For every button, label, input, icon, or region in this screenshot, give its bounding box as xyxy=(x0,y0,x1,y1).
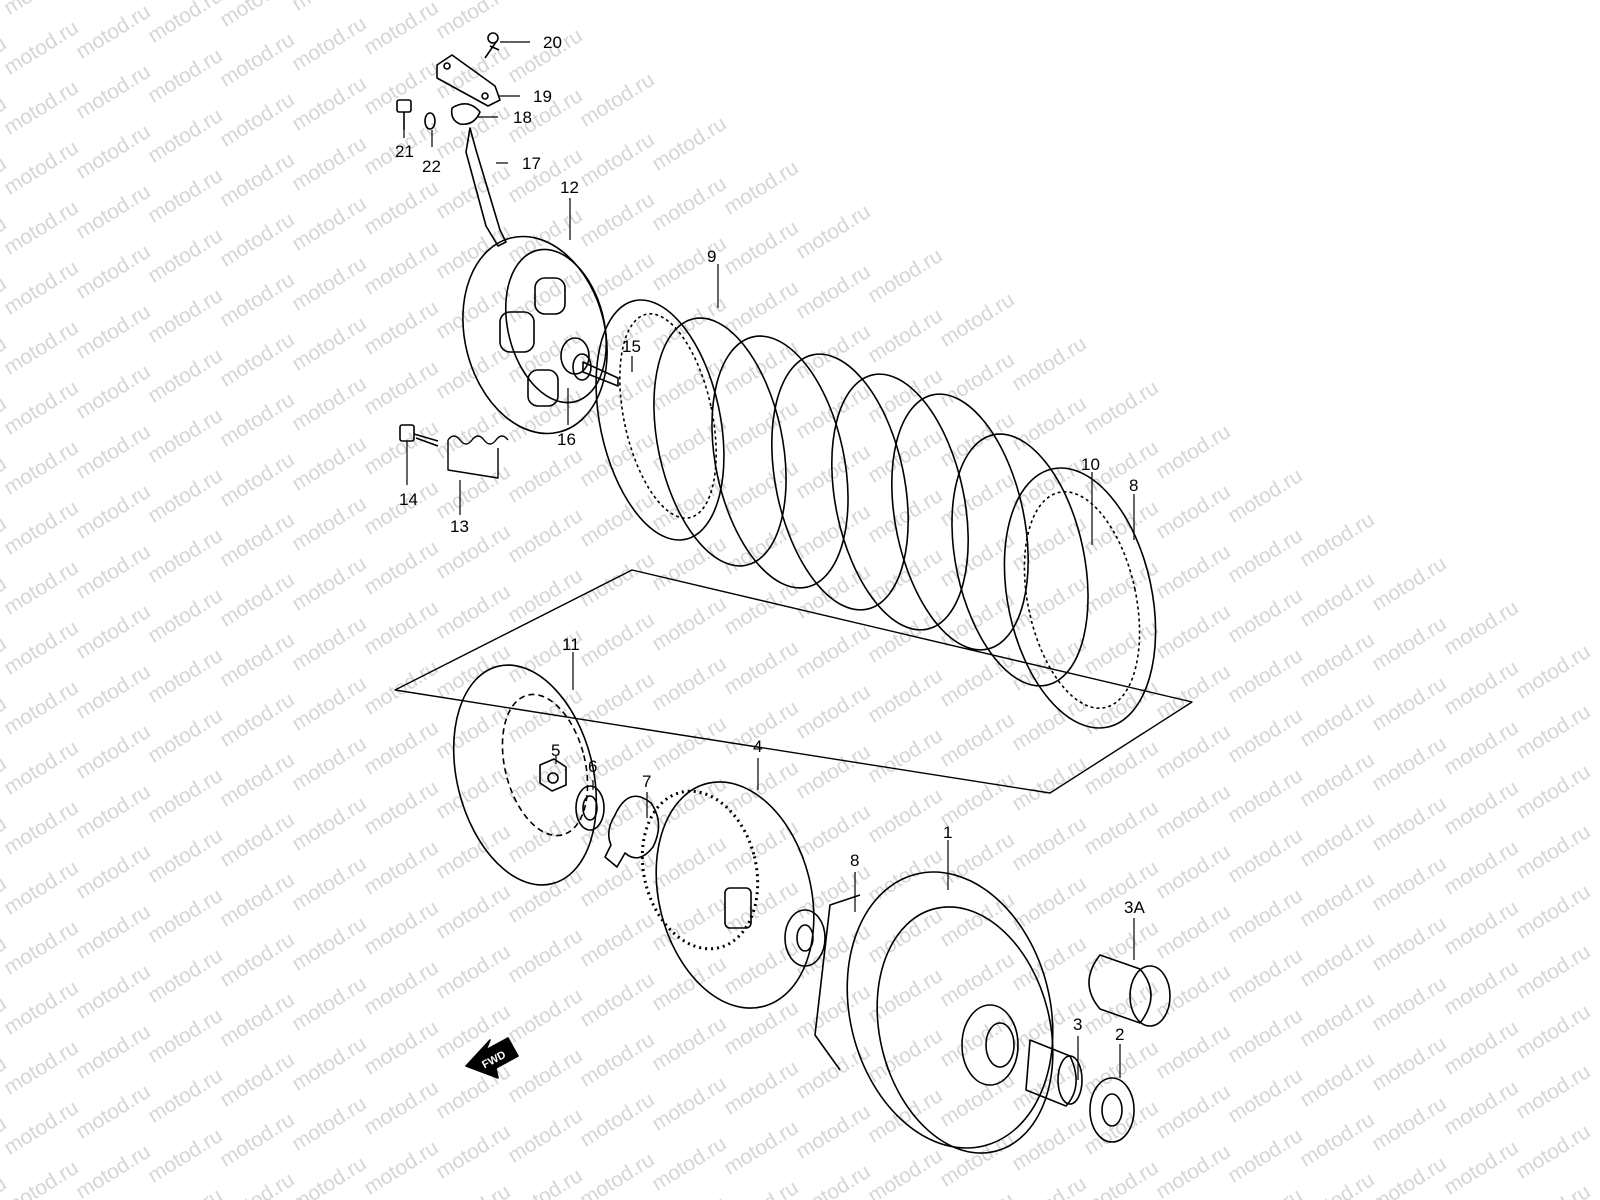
part-20-cable-plate xyxy=(436,54,501,107)
callout-14: 13 xyxy=(450,517,469,536)
part-20-hole xyxy=(443,62,451,70)
part-21-bolt xyxy=(484,32,500,59)
part-12-disc-plate xyxy=(452,664,598,886)
part-3-spacer-sleeve xyxy=(1025,1039,1077,1107)
callout-7: 7 xyxy=(642,772,651,791)
part-14-spring xyxy=(447,435,509,479)
callout-15: 14 xyxy=(399,490,418,509)
callout-5: 5 xyxy=(551,741,560,760)
part-7-lock-washer xyxy=(604,795,660,868)
part-3-sleeve-end xyxy=(1057,1055,1083,1105)
part-20-hole-2 xyxy=(481,92,489,100)
part-6-washer xyxy=(575,785,605,831)
part-18-release-rod xyxy=(465,127,507,247)
callout-2: 2 xyxy=(1115,1025,1124,1044)
part-1-clutch-housing xyxy=(814,871,1054,1154)
callout-3: 3 xyxy=(1073,1015,1082,1034)
callout-11: 10 xyxy=(1081,455,1100,474)
part-19-holder xyxy=(450,103,481,126)
part-15-bolt xyxy=(399,424,439,447)
callout-10: 9 xyxy=(707,247,716,266)
part-8-thrust-washer xyxy=(784,909,826,967)
callout-6: 6 xyxy=(588,757,597,776)
callout-20: 19 xyxy=(533,87,552,106)
part-16-pushrod xyxy=(582,361,619,387)
leader-lines xyxy=(403,41,1135,1080)
part-17-bearing xyxy=(572,353,592,381)
plate-stack-frame xyxy=(394,569,1193,794)
callout-21: 20 xyxy=(543,33,562,52)
callout-18: 17 xyxy=(522,154,541,173)
part-2-washer-inner xyxy=(1101,1093,1123,1127)
callout-8-text: 8 xyxy=(850,851,859,870)
fwd-arrow-icon xyxy=(465,1037,519,1079)
part-4-clutch-hub xyxy=(640,781,815,1009)
callout-12: 11 xyxy=(562,635,580,654)
part-8-washer-inner xyxy=(796,924,814,952)
part-13-pressure-plate xyxy=(462,235,608,435)
part-6-washer-inner xyxy=(582,795,598,821)
callout-1: 1 xyxy=(943,823,952,842)
callout-4: 4 xyxy=(753,737,762,756)
callout-16: 15 xyxy=(622,337,641,356)
part-2-washer xyxy=(1089,1077,1135,1143)
part-3a-bushing xyxy=(1088,954,1152,1024)
clutch-plate-stack xyxy=(595,299,1157,729)
callout-17: 16 xyxy=(557,430,576,449)
callout-9: 8 xyxy=(1129,476,1138,495)
part-22-bolt xyxy=(396,99,412,130)
part-23-washer xyxy=(424,112,436,130)
callout-labels: 20 19 18 21 22 17 12 9 15 16 14 13 10 8 … xyxy=(395,33,1145,1044)
part-5-nut-hole xyxy=(547,772,559,784)
callout-13: 12 xyxy=(560,178,579,197)
part-3a-bushing-end xyxy=(1129,965,1171,1027)
callout-3a: 3A xyxy=(1124,898,1145,917)
callout-22: 21 xyxy=(395,142,414,161)
part-5-nut xyxy=(539,758,567,792)
callout-19: 18 xyxy=(513,108,532,127)
callout-23: 22 xyxy=(422,157,441,176)
